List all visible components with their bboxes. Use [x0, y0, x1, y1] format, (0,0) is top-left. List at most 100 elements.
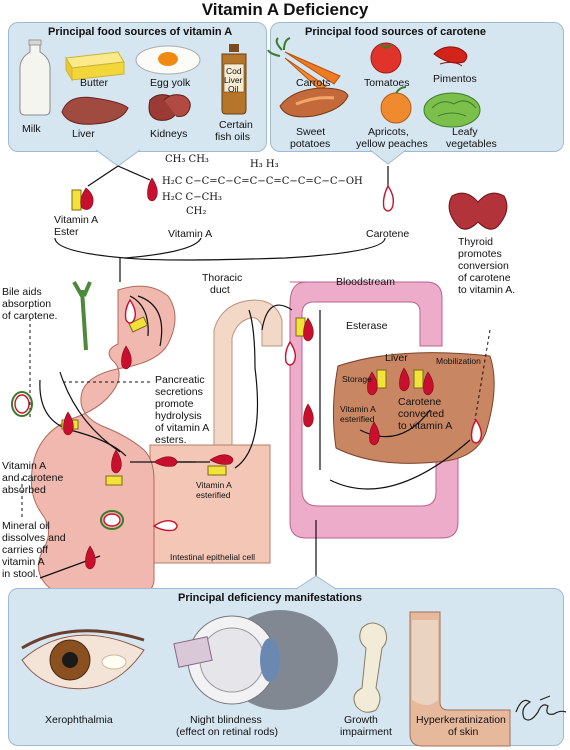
chem-row2: H₂C C−C=C−C=C−C=C−C=C−C−OH — [162, 176, 363, 187]
food-label-yellow-peaches: yellow peaches — [356, 138, 428, 150]
liver-label: Liver — [385, 352, 408, 364]
pancreatic-5: of vitamin A — [155, 422, 210, 434]
chem-row1: CH₃ CH₃ — [165, 154, 209, 165]
liver-food-icon — [61, 96, 129, 125]
liver-esterified-1: Vitamin A — [340, 404, 376, 414]
cod-liver-oil-bottle-icon — [221, 44, 247, 115]
manifestation-night-blindness-sub: (effect on retinal rods) — [176, 726, 278, 738]
mineral-oil-5: in stool. — [2, 568, 39, 580]
manifestation-hyperkeratinization: Hyperkeratinization — [416, 714, 506, 726]
xerophthalmia-eye-icon — [21, 629, 145, 690]
absorbed-2: and carotene — [2, 472, 64, 484]
thyroid-text-2: promotes — [458, 248, 502, 260]
egg-icon — [135, 45, 201, 75]
label-vitamin-a-ester-1: Vitamin A — [54, 214, 99, 226]
page-title: Vitamin A Deficiency — [201, 0, 369, 19]
storage-label: Storage — [342, 374, 372, 384]
manifestation-growth: Growth — [344, 714, 378, 726]
thoracic-duct — [213, 299, 283, 489]
bloodstream-loop — [289, 281, 459, 539]
thyroid-text-5: to vitamin A. — [458, 284, 516, 296]
bile-text-1: Bile aids — [2, 286, 42, 298]
bottle-label-cod: Cod — [226, 66, 242, 76]
food-label-fish-oils: fish oils — [215, 131, 251, 143]
food-label-liver: Liver — [72, 128, 95, 140]
night-blindness-eye-icon — [173, 610, 338, 710]
apricot-icon — [380, 86, 412, 124]
kidneys-icon — [148, 94, 191, 121]
food-label-tomatoes: Tomatoes — [364, 77, 410, 89]
food-label-butter: Butter — [80, 77, 109, 89]
converted-3: to vitamin A — [398, 420, 453, 432]
food-label-apricots: Apricots, — [368, 126, 409, 138]
manifestation-xerophthalmia: Xerophthalmia — [45, 714, 113, 726]
label-carotene: Carotene — [366, 228, 410, 240]
food-label-milk: Milk — [22, 123, 41, 135]
bile-text-2: absorption — [2, 298, 52, 310]
esterase-label: Esterase — [346, 320, 388, 332]
manifestation-hyperkeratinization-sub: of skin — [448, 726, 479, 738]
converted-1: Carotene — [398, 396, 442, 408]
manifestation-growth-sub: impairment — [340, 726, 392, 738]
food-label-egg-yolk: Egg yolk — [150, 77, 191, 89]
chem-row4: CH₂ — [186, 206, 207, 217]
mineral-oil-1: Mineral oil — [2, 520, 50, 532]
pancreatic-1: Pancreatic — [155, 374, 205, 386]
sweet-potatoes-icon — [279, 87, 349, 118]
vitamin-a-drops — [63, 177, 434, 570]
mineral-oil-2: dissolves and — [2, 532, 66, 544]
food-label-pimentos: Pimentos — [433, 73, 477, 85]
cell-esterified-1: Vitamin A — [196, 480, 232, 490]
absorbed-1: Vitamin A — [2, 460, 47, 472]
label-vitamin-a: Vitamin A — [168, 228, 213, 240]
food-label-carrots: Carrots — [296, 77, 331, 89]
label-vitamin-a-ester-2: Ester — [54, 226, 79, 238]
chem-row3: H₂C C−CH₃ — [162, 192, 222, 203]
absorbed-3: absorbed — [2, 484, 46, 496]
thyroid-text-3: conversion — [458, 260, 509, 272]
food-label-kidneys: Kidneys — [150, 128, 188, 140]
bottle-label-liver: Liver — [224, 75, 243, 85]
cell-esterified-2: esterified — [196, 490, 231, 500]
epithelial-cell-label: Intestinal epithelial cell — [170, 552, 256, 562]
growth-impairment-bone-icon — [353, 622, 388, 713]
thoracic-text-2: duct — [210, 284, 230, 296]
pimentos-icon — [433, 46, 468, 67]
pancreatic-6: esters. — [155, 434, 187, 446]
food-label-potatoes: potatoes — [290, 138, 331, 150]
food-label-vegetables: vegetables — [446, 138, 497, 150]
liver-esterified-2: esterified — [340, 414, 375, 424]
thoracic-text-1: Thoracic — [202, 272, 243, 284]
pancreatic-3: promote — [155, 398, 194, 410]
food-label-certain: Certain — [219, 119, 253, 131]
hyperkeratinization-elbow-icon — [409, 611, 511, 747]
leafy-vegetables-icon — [423, 92, 481, 128]
butter-icon — [65, 51, 125, 82]
mineral-oil-4: vitamin A — [2, 556, 45, 568]
carrots-icon — [267, 37, 341, 91]
bloodstream-label: Bloodstream — [336, 276, 395, 288]
bottle-label-oil: Oil — [228, 84, 239, 94]
thyroid-text-1: Thyroid — [458, 236, 494, 248]
pancreatic-2: secretions — [155, 386, 203, 398]
converted-2: converted — [398, 408, 445, 420]
vitamin-a-sources-heading: Principal food sources of vitamin A — [48, 26, 233, 38]
thyroid-icon — [448, 192, 508, 230]
carotene-sources-heading: Principal food sources of carotene — [305, 26, 486, 38]
carotene-drops — [14, 184, 483, 532]
bile-duct — [72, 281, 92, 351]
milk-bottle-icon — [19, 39, 51, 116]
tomato-icon — [370, 42, 402, 74]
manifestations-heading: Principal deficiency manifestations — [178, 592, 363, 604]
chem-row1b: H₃ H₃ — [250, 159, 279, 170]
bile-text-3: of carotene. — [2, 310, 58, 322]
thyroid-text-4: of carotene — [458, 272, 511, 284]
pancreatic-4: hydrolysis — [155, 410, 202, 422]
mineral-oil-3: carries off — [2, 544, 48, 556]
mobilization-label: Mobilization — [436, 356, 481, 366]
